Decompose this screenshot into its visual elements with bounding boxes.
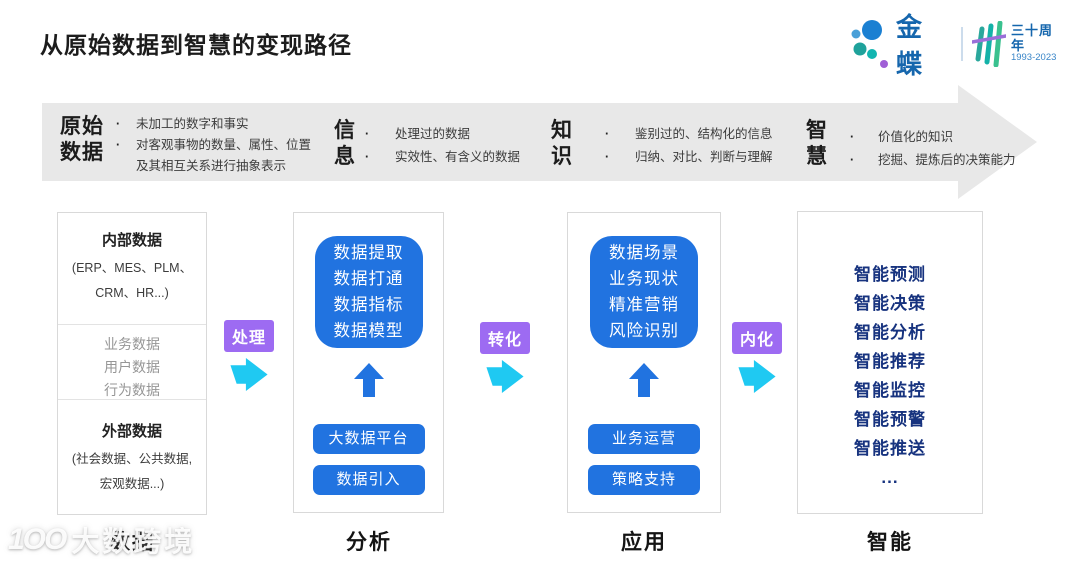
internal-data-desc: (ERP、MES、PLM、 CRM、HR...)	[71, 261, 193, 300]
brand-name: 金蝶	[896, 12, 925, 79]
transform-badge: 转化	[479, 322, 530, 354]
footer-label-application: 应用	[621, 531, 667, 554]
bullet-text: 对客观事物的数量、属性、位置及其相互关系进行抽象表示	[136, 138, 312, 173]
bullet-dot: ·	[365, 127, 370, 141]
stage-raw-data: 原始 数据 · 未加工的数字和事实 · 对客观事物的数量、属性、位置及其相互关系进行…	[60, 114, 316, 177]
butterfly-dots-icon	[851, 20, 888, 68]
data-type-item: 业务数据	[104, 336, 160, 352]
external-data-title: 外部数据	[101, 423, 162, 440]
watermark-logo: 1OO	[8, 523, 67, 556]
bullet-text: 实效性、有含义的数据	[395, 150, 521, 164]
connector-process: 处理	[222, 320, 276, 391]
footer-label-intelligence: 智能	[867, 531, 913, 554]
bullet-item: · 实效性、有含义的数据	[365, 147, 520, 168]
bullet-dot: ·	[850, 153, 855, 167]
right-arrow-icon	[738, 360, 776, 393]
intelligence-item: 智能分析	[854, 323, 926, 342]
bullet-text: 价值化的知识	[878, 130, 954, 144]
bullet-item: · 鉴别过的、结构化的信息	[605, 124, 773, 145]
brand-logo: 金蝶 三十周年 1993-2023	[850, 12, 1065, 79]
page-title: 从原始数据到智慧的变现路径	[40, 32, 352, 58]
big-data-platform-button: 大数据平台	[312, 424, 425, 454]
bullet-item: · 价值化的知识	[850, 127, 1016, 148]
intelligence-item: 智能推荐	[854, 352, 926, 371]
intelligence-item: 智能监控	[854, 381, 926, 400]
intelligence-item: 智能预警	[854, 410, 926, 429]
business-operations-button: 业务运营	[588, 424, 700, 454]
application-box: 数据场景 业务现状 精准营销 风险识别 业务运营 策略支持	[567, 212, 721, 513]
external-data-desc: (社会数据、公共数据, 宏观数据...)	[71, 452, 193, 491]
thirty-mark-icon	[971, 21, 1006, 67]
connector-internalize: 内化	[730, 322, 784, 393]
stage-label: 知 识	[551, 119, 573, 168]
anniversary-years: 1993-2023	[1010, 52, 1057, 64]
stage-bullet-list: · 鉴别过的、结构化的信息 · 归纳、对比、判断与理解	[605, 124, 773, 170]
up-arrow-icon	[629, 363, 659, 397]
bullet-dot: ·	[116, 117, 121, 131]
internal-data-title: 内部数据	[101, 232, 162, 249]
stage-bullet-list: · 未加工的数字和事实 · 对客观事物的数量、属性、位置及其相互关系进行抽象表示	[116, 114, 316, 177]
bullet-dot: ·	[605, 127, 610, 141]
internal-data-section: 内部数据 (ERP、MES、PLM、 CRM、HR...)	[58, 213, 206, 324]
bullet-dot: ·	[850, 130, 855, 144]
bullet-item: · 处理过的数据	[365, 124, 520, 145]
watermark: 1OO 大数跨境	[8, 520, 195, 560]
connector-transform: 转化	[478, 322, 532, 393]
strategy-support-button: 策略支持	[588, 465, 700, 495]
stage-label: 信 息	[334, 119, 356, 168]
bullet-dot: ·	[605, 150, 610, 164]
anniversary-text: 三十周年 1993-2023	[1010, 22, 1065, 65]
stage-bullet-list: · 价值化的知识 · 挖掘、提炼后的决策能力	[850, 127, 1016, 173]
up-arrow-icon	[353, 363, 384, 397]
bullet-text: 未加工的数字和事实	[136, 117, 249, 131]
footer-label-data: 数据	[109, 531, 155, 554]
intelligence-item: 智能决策	[854, 294, 926, 313]
data-type-item: 行为数据	[104, 382, 160, 398]
data-type-item: 用户数据	[104, 359, 160, 375]
data-ingestion-button: 数据引入	[312, 465, 425, 495]
bullet-item: · 归纳、对比、判断与理解	[605, 147, 773, 168]
bullet-text: 挖掘、提炼后的决策能力	[878, 153, 1016, 167]
bullet-dot: ·	[365, 150, 370, 164]
internalize-badge: 内化	[731, 322, 782, 354]
analysis-box: 数据提取 数据打通 数据指标 数据模型 大数据平台 数据引入	[293, 212, 444, 513]
data-sources-box: 内部数据 (ERP、MES、PLM、 CRM、HR...) 业务数据 用户数据 …	[57, 212, 207, 515]
analysis-highlight: 数据提取 数据打通 数据指标 数据模型	[314, 236, 423, 348]
intelligence-ellipsis: ...	[881, 468, 899, 487]
stage-bullet-list: · 处理过的数据 · 实效性、有含义的数据	[365, 124, 520, 170]
intelligence-item: 智能预测	[854, 265, 926, 284]
anniversary-label: 三十周年	[1010, 22, 1053, 53]
stage-information: 信 息 · 处理过的数据 · 实效性、有含义的数据	[334, 118, 520, 170]
stage-wisdom: 智 慧 · 价值化的知识 · 挖掘、提炼后的决策能力	[806, 118, 1016, 173]
watermark-text: 大数跨境	[71, 526, 196, 557]
bullet-item: · 挖掘、提炼后的决策能力	[850, 150, 1016, 171]
stage-label: 智 慧	[806, 119, 828, 168]
bullet-dot: ·	[116, 138, 121, 152]
stage-knowledge: 知 识 · 鉴别过的、结构化的信息 · 归纳、对比、判断与理解	[551, 118, 773, 170]
right-arrow-icon	[486, 360, 524, 393]
stage-label: 原始 数据	[60, 115, 104, 164]
external-data-section: 外部数据 (社会数据、公共数据, 宏观数据...)	[58, 400, 206, 514]
bullet-item: · 未加工的数字和事实	[116, 114, 316, 135]
middle-data-section: 业务数据 用户数据 行为数据	[58, 324, 206, 400]
bullet-text: 处理过的数据	[395, 127, 471, 141]
intelligence-item: 智能推送	[854, 439, 926, 458]
bullet-item: · 对客观事物的数量、属性、位置及其相互关系进行抽象表示	[116, 135, 316, 177]
intelligence-box: 智能预测 智能决策 智能分析 智能推荐 智能监控 智能预警 智能推送 ...	[797, 211, 983, 514]
right-arrow-icon	[230, 358, 268, 391]
bullet-text: 鉴别过的、结构化的信息	[635, 127, 773, 141]
logo-divider	[961, 27, 963, 61]
process-badge: 处理	[223, 320, 274, 352]
bullet-text: 归纳、对比、判断与理解	[635, 150, 773, 164]
banner-arrow-shape	[42, 85, 1037, 199]
application-highlight: 数据场景 业务现状 精准营销 风险识别	[590, 236, 698, 348]
footer-label-analysis: 分析	[346, 531, 392, 554]
